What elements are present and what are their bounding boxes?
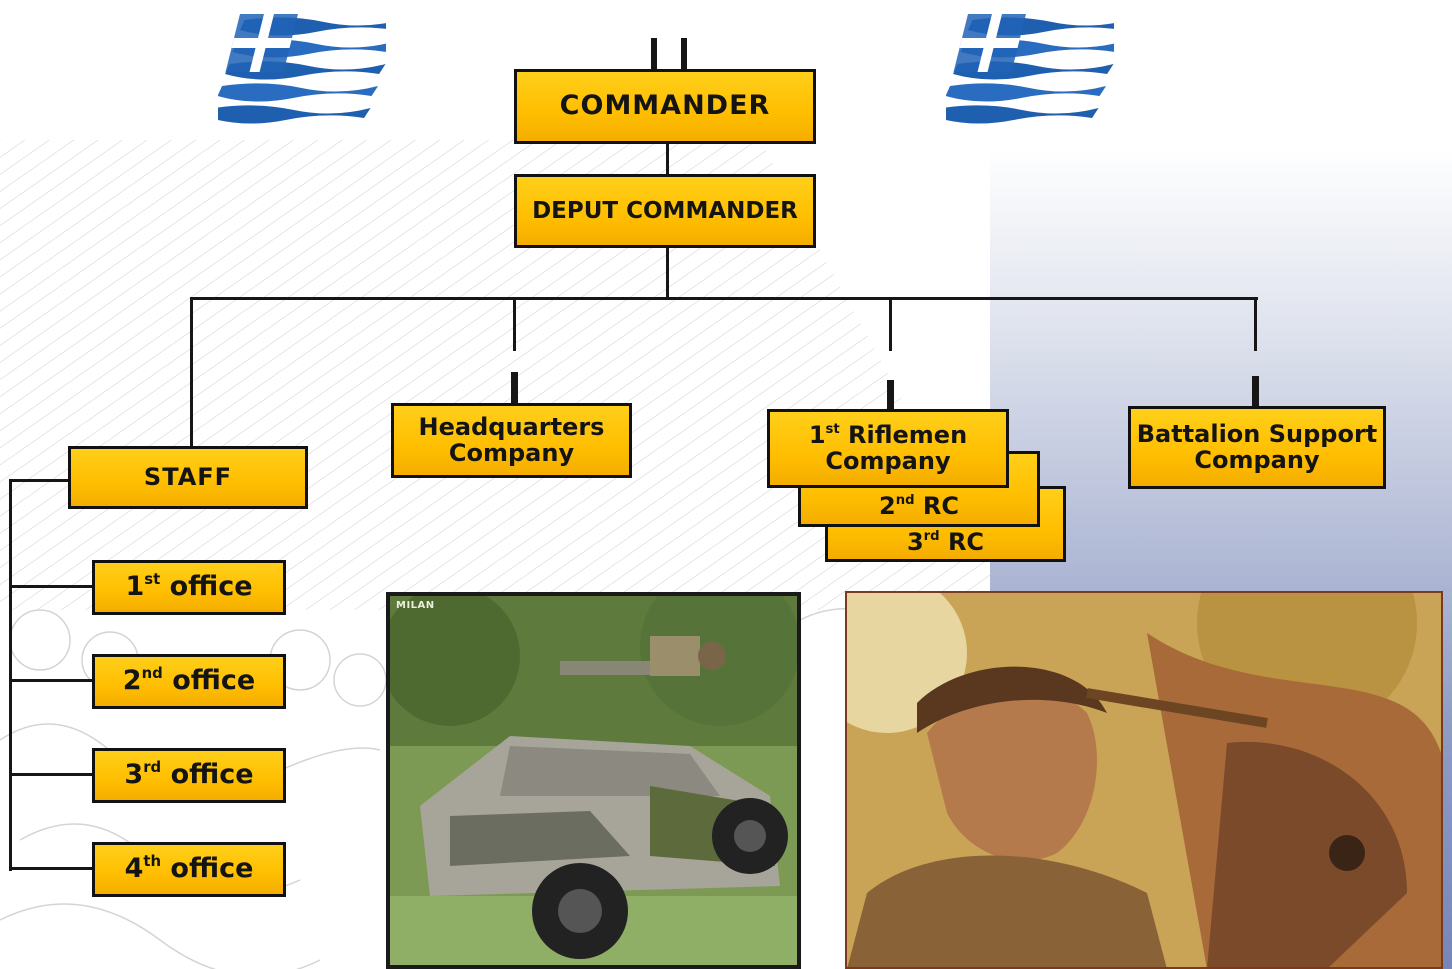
- first-riflemen-label-line1: 1st Riflemen: [808, 421, 968, 450]
- deputy-commander-label: DEPUT COMMANDER: [532, 197, 798, 224]
- alexander-mosaic-photo: [845, 591, 1443, 969]
- battalion-support-company-box: Battalion Support Company: [1128, 406, 1386, 489]
- commander-box: COMMANDER: [514, 69, 816, 144]
- connector-support-drop-lower: [1252, 376, 1259, 410]
- connector-rifle-drop-lower: [887, 380, 894, 412]
- commander-label: COMMANDER: [559, 90, 771, 122]
- deputy-commander-box: DEPUT COMMANDER: [514, 174, 816, 248]
- office-3-box: 3rd office: [92, 748, 286, 803]
- headquarters-company-box: Headquarters Company: [391, 403, 632, 478]
- connector-support-drop-upper: [1254, 297, 1257, 351]
- connector-top-right: [681, 38, 687, 72]
- connector-staff-drop: [190, 297, 193, 450]
- battalion-support-label-line2: Company: [1194, 445, 1320, 474]
- headquarters-label-line1: Headquarters: [418, 413, 605, 442]
- connector-hq-drop-lower: [511, 372, 518, 406]
- connector-commander-deputy: [666, 142, 669, 176]
- office-3-label: 3rd office: [124, 758, 254, 791]
- armored-vehicle-photo: MILAN: [386, 592, 801, 969]
- office-2-label: 2nd office: [122, 664, 256, 697]
- first-riflemen-label-line2: Company: [825, 446, 951, 475]
- second-rc-label: 2nd RC: [879, 491, 959, 520]
- headquarters-label-line2: Company: [448, 438, 575, 467]
- office-4-box: 4th office: [92, 842, 286, 897]
- office-4-label: 4th office: [124, 852, 254, 885]
- connector-staff-spine-top: [9, 479, 71, 482]
- greek-flag-icon-right: [946, 14, 1114, 124]
- office-1-box: 1st office: [92, 560, 286, 615]
- connector-deputy-trunk: [666, 246, 669, 298]
- office-1-label: 1st office: [125, 570, 253, 603]
- first-riflemen-company-box: 1st Riflemen Company: [767, 409, 1009, 488]
- staff-box: STAFF: [68, 446, 308, 509]
- connector-office-4: [9, 867, 95, 870]
- connector-rifle-drop-upper: [889, 297, 892, 351]
- office-2-box: 2nd office: [92, 654, 286, 709]
- connector-hq-drop-upper: [513, 297, 516, 351]
- connector-office-3: [9, 773, 95, 776]
- greek-flag-icon-left: [218, 14, 386, 124]
- connector-top-left: [651, 38, 657, 72]
- staff-label: STAFF: [143, 462, 233, 491]
- connector-horizontal-bus: [190, 297, 1258, 300]
- photo-caption: MILAN: [396, 600, 435, 611]
- battalion-support-label-line1: Battalion Support: [1136, 420, 1378, 449]
- third-rc-label: 3rd RC: [906, 527, 985, 556]
- connector-staff-spine: [9, 479, 12, 871]
- connector-office-1: [9, 585, 95, 588]
- connector-office-2: [9, 679, 95, 682]
